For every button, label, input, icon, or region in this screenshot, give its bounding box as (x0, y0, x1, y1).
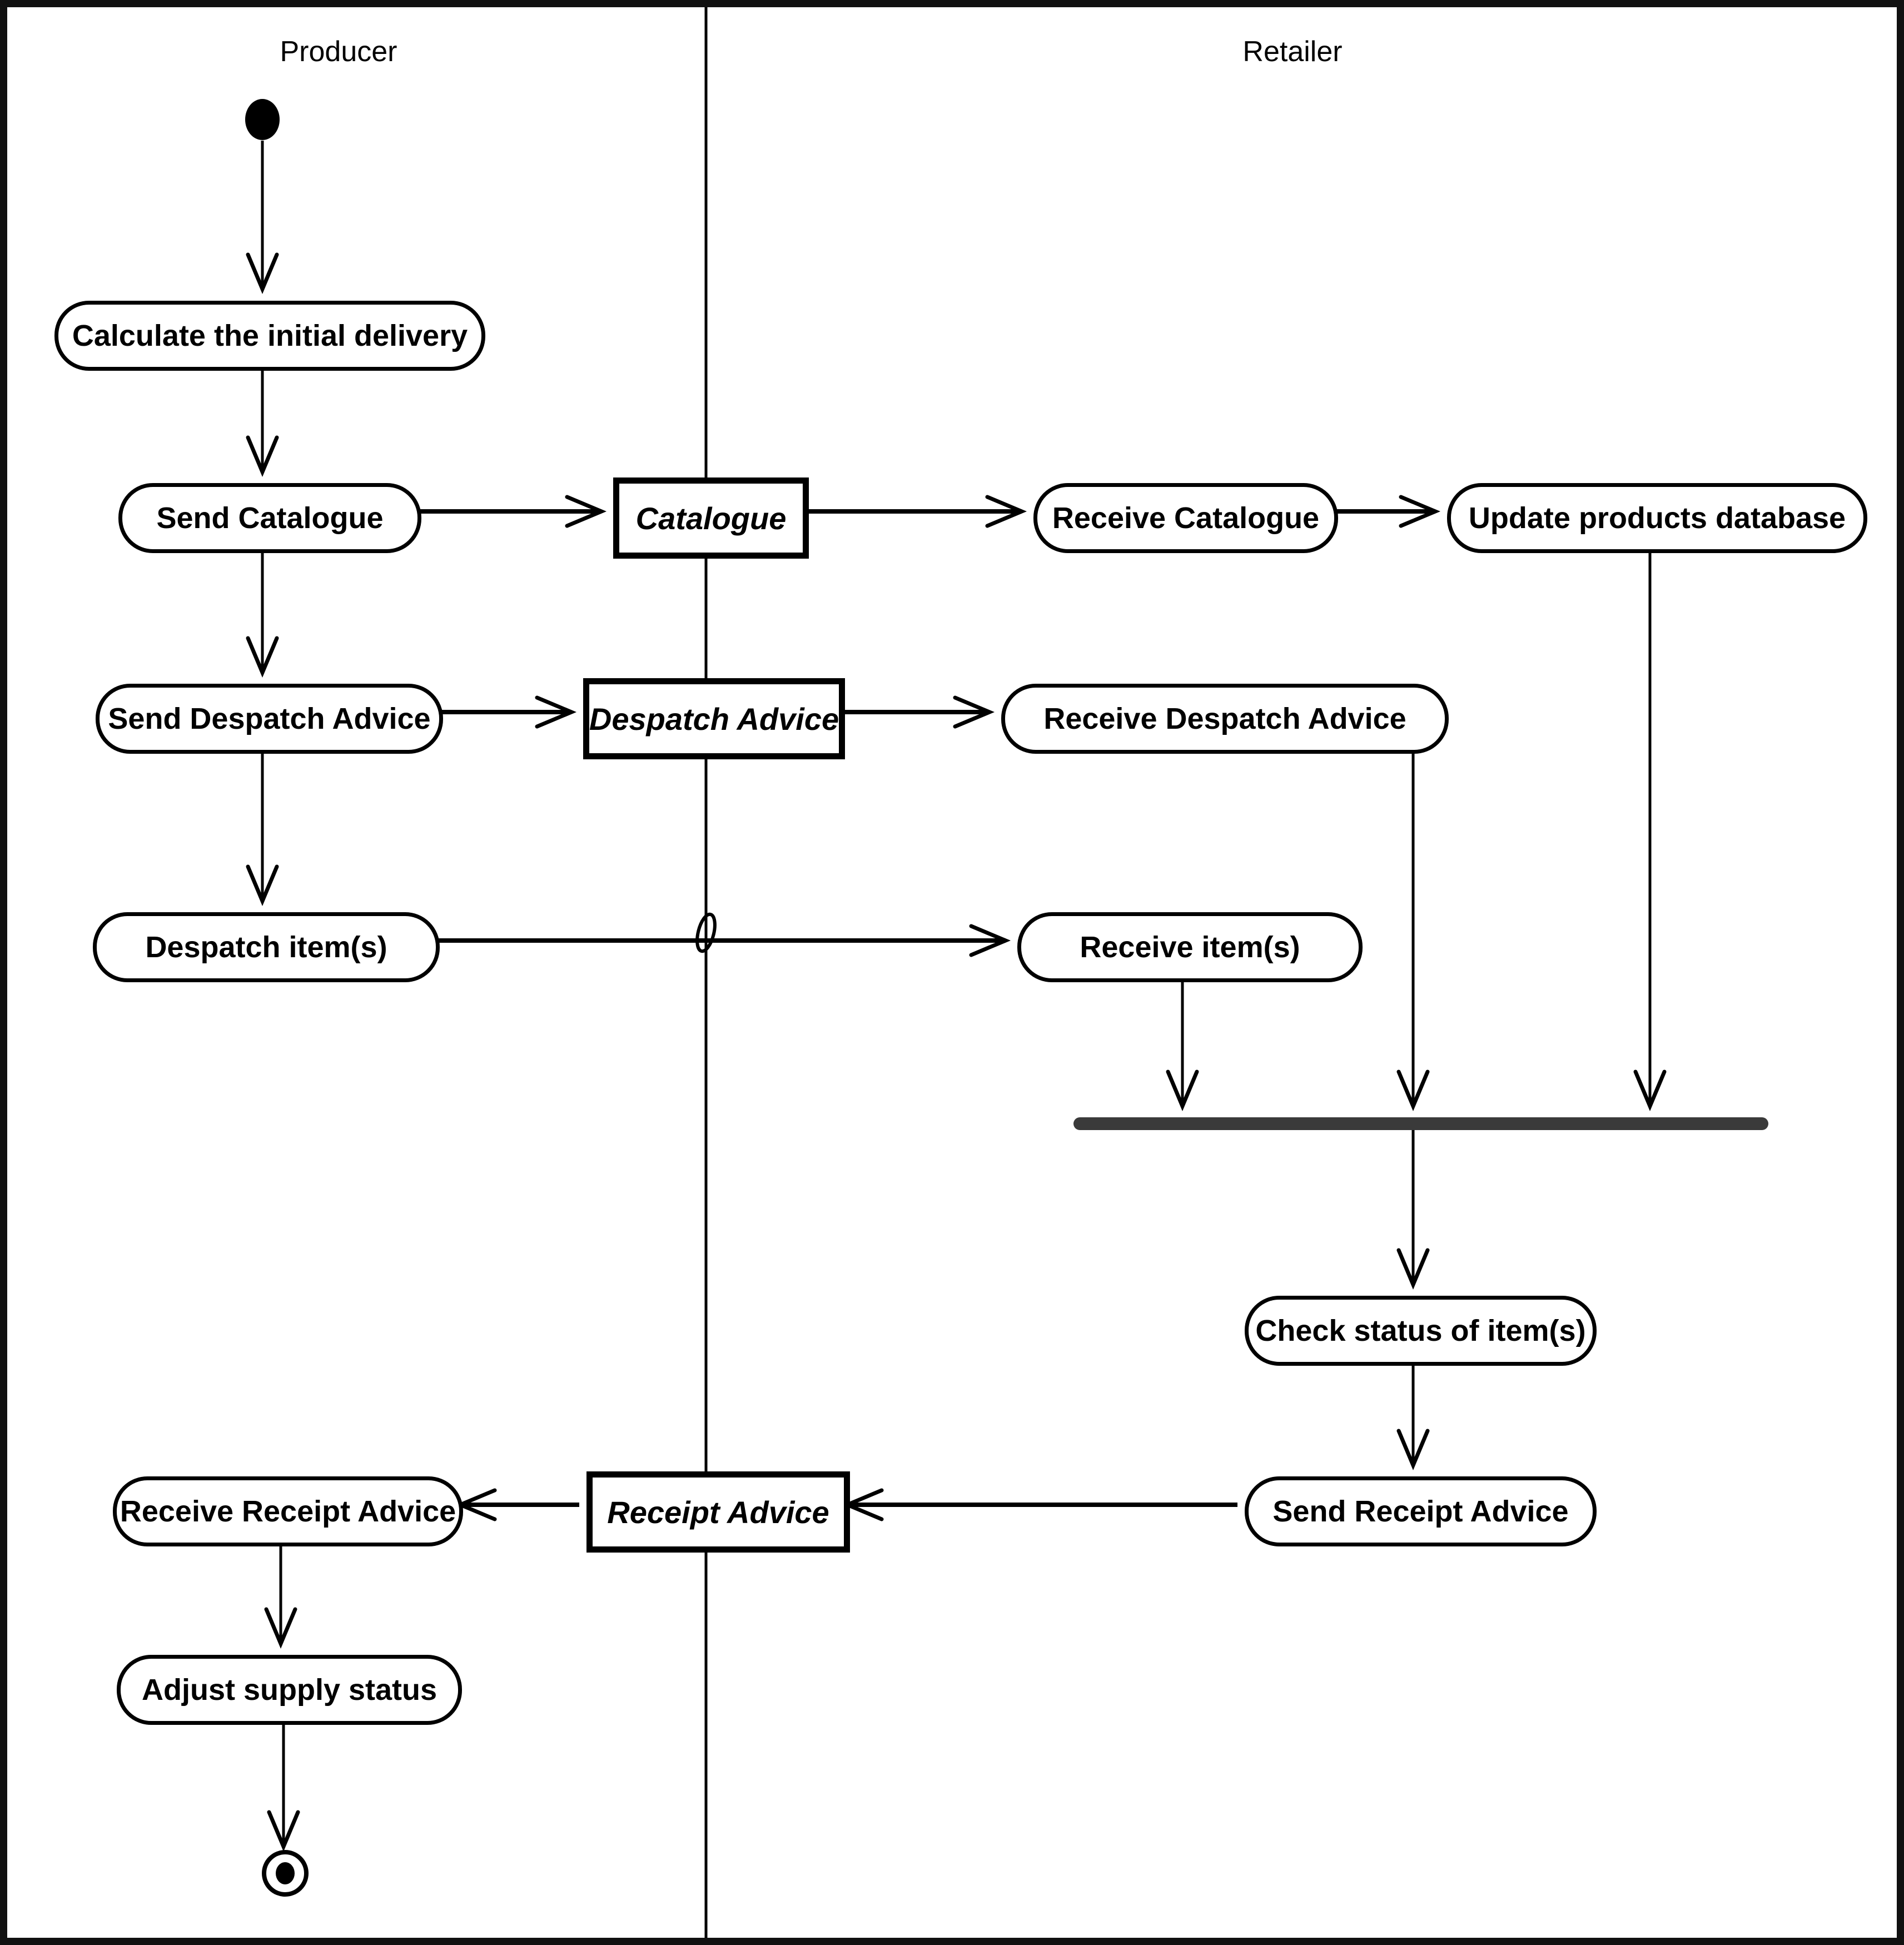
object-despatch-advice: Despatch Advice (583, 678, 845, 759)
object-receipt-advice: Receipt Advice (586, 1471, 850, 1553)
lane-label-retailer: Retailer (1242, 36, 1343, 68)
action-send-receipt-advice: Send Receipt Advice (1245, 1476, 1597, 1546)
action-receive-items: Receive item(s) (1017, 912, 1363, 982)
action-send-despatch-advice: Send Despatch Advice (96, 684, 443, 754)
action-receive-despatch-advice: Receive Despatch Advice (1001, 684, 1449, 754)
object-catalogue: Catalogue (613, 477, 809, 559)
action-send-catalogue: Send Catalogue (118, 483, 421, 553)
join-bar (1073, 1117, 1768, 1130)
initial-node-icon (245, 99, 280, 140)
action-calculate-initial-delivery: Calculate the initial delivery (54, 301, 485, 371)
lane-label-producer: Producer (280, 36, 397, 68)
action-receive-receipt-advice: Receive Receipt Advice (113, 1476, 463, 1546)
final-node-icon (262, 1850, 309, 1897)
action-update-products-database: Update products database (1447, 483, 1867, 553)
action-adjust-supply-status: Adjust supply status (117, 1655, 462, 1725)
action-receive-catalogue: Receive Catalogue (1033, 483, 1338, 553)
action-despatch-items: Despatch item(s) (93, 912, 440, 982)
action-check-status-of-items: Check status of item(s) (1245, 1296, 1597, 1366)
line-hop-icon (695, 912, 717, 953)
